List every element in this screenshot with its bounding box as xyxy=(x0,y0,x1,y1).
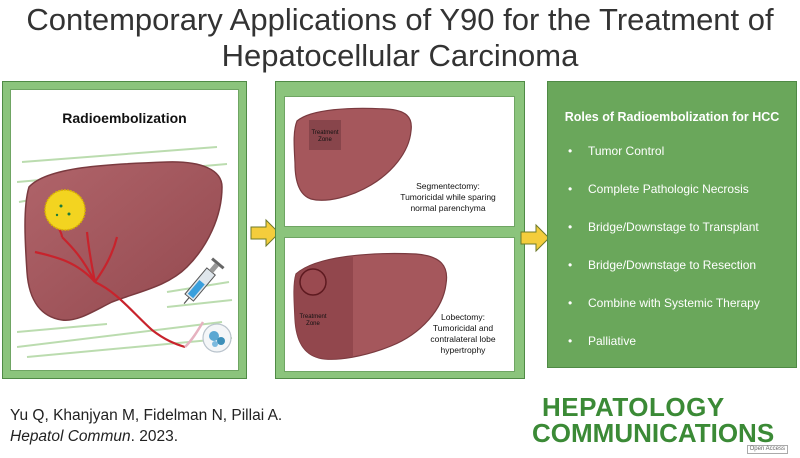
syringe-icon xyxy=(183,257,225,305)
role-text: Bridge/Downstage to Transplant xyxy=(588,220,759,234)
role-text: Tumor Control xyxy=(588,144,665,158)
radioembolization-illustration xyxy=(17,146,233,358)
bullet: • xyxy=(568,296,573,310)
caption-line: Tumoricidal and xyxy=(432,323,494,333)
arrow-right-icon xyxy=(520,223,550,253)
roles-list: • Tumor Control • Complete Pathologic Necr… xyxy=(566,144,760,372)
lobectomy-box: Treatment Zone Lobectomy: Tumoricidal an… xyxy=(284,237,515,372)
bullet: • xyxy=(568,334,573,348)
citation-source: Hepatol Commun. 2023. xyxy=(10,426,282,447)
microsphere-icon xyxy=(202,323,232,353)
citation: Yu Q, Khanjyan M, Fidelman N, Pillai A. … xyxy=(10,405,282,447)
citation-year: . 2023. xyxy=(130,428,179,445)
logo-line-1: HEPATOLOGY xyxy=(542,392,725,422)
open-access-badge: Open Access xyxy=(746,445,788,454)
arrow-right-icon xyxy=(250,218,280,248)
treatment-zone-label-2: Zone xyxy=(306,321,320,327)
bullet: • xyxy=(568,220,573,234)
role-text: Combine with Systemic Therapy xyxy=(588,296,760,310)
treated-lobe-icon xyxy=(294,257,353,360)
lobectomy-liver-illustration: Treatment Zone xyxy=(293,252,448,360)
segmentectomy-box: Treatment Zone Segmentectomy: Tumoricida… xyxy=(284,96,515,227)
hepatic-artery-icon xyxy=(34,211,186,349)
roles-heading: Roles of Radioembolization for HCC xyxy=(564,110,780,124)
treatment-zone-label-1: Treatment xyxy=(311,130,338,136)
radioembolization-panel: Radioembolization xyxy=(2,81,247,379)
tumor-icon xyxy=(44,189,86,231)
bullet: • xyxy=(568,144,573,158)
radioembolization-panel-inner: Radioembolization xyxy=(10,89,239,371)
logo-line-2: COMMUNICATIONS xyxy=(532,418,775,448)
bullet: • xyxy=(568,182,573,196)
role-text: Complete Pathologic Necrosis xyxy=(588,182,749,196)
caption-line: Lobectomy: xyxy=(441,312,485,322)
citation-authors: Yu Q, Khanjyan M, Fidelman N, Pillai A. xyxy=(10,407,283,424)
segmentectomy-liver-illustration: Treatment Zone xyxy=(293,107,412,201)
treatment-zone-label-2: Zone xyxy=(318,137,332,143)
citation-journal: Hepatol Commun xyxy=(10,428,131,445)
caption-line: hypertrophy xyxy=(440,345,486,355)
treatment-zone-icon xyxy=(309,120,341,150)
list-item: • Palliative xyxy=(566,334,760,372)
journal-logo: HEPATOLOGY COMMUNICATIONS Open Access xyxy=(532,393,794,455)
list-item: • Bridge/Downstage to Transplant xyxy=(566,220,760,258)
caption-line: Tumoricidal while sparing xyxy=(400,192,496,202)
role-text: Bridge/Downstage to Resection xyxy=(588,258,757,272)
bullet: • xyxy=(568,258,573,272)
list-item: • Tumor Control xyxy=(566,144,760,182)
radioembolization-heading: Radioembolization xyxy=(62,110,187,126)
roles-panel: Roles of Radioembolization for HCC • Tumo… xyxy=(547,81,797,368)
caption-line: Segmentectomy: xyxy=(416,181,480,191)
list-item: • Combine with Systemic Therapy xyxy=(566,296,760,334)
lobectomy-caption: Lobectomy: Tumoricidal and contralateral… xyxy=(418,312,508,356)
segmentectomy-caption: Segmentectomy: Tumoricidal while sparing… xyxy=(388,181,508,214)
title-line-1: Contemporary Applications of Y90 for the… xyxy=(26,2,774,37)
caption-line: contralateral lobe xyxy=(430,334,496,344)
catheter-icon xyxy=(184,321,205,348)
caption-line: normal parenchyma xyxy=(410,203,486,213)
list-item: • Bridge/Downstage to Resection xyxy=(566,258,760,296)
title: Contemporary Applications of Y90 for the… xyxy=(0,2,800,74)
title-line-2: Hepatocellular Carcinoma xyxy=(221,38,579,73)
role-text: Palliative xyxy=(588,334,637,348)
treatment-approaches-panel: Treatment Zone Segmentectomy: Tumoricida… xyxy=(275,81,525,379)
treatment-zone-icon xyxy=(299,268,327,296)
list-item: • Complete Pathologic Necrosis xyxy=(566,182,760,220)
treatment-zone-label-1: Treatment xyxy=(299,314,326,320)
